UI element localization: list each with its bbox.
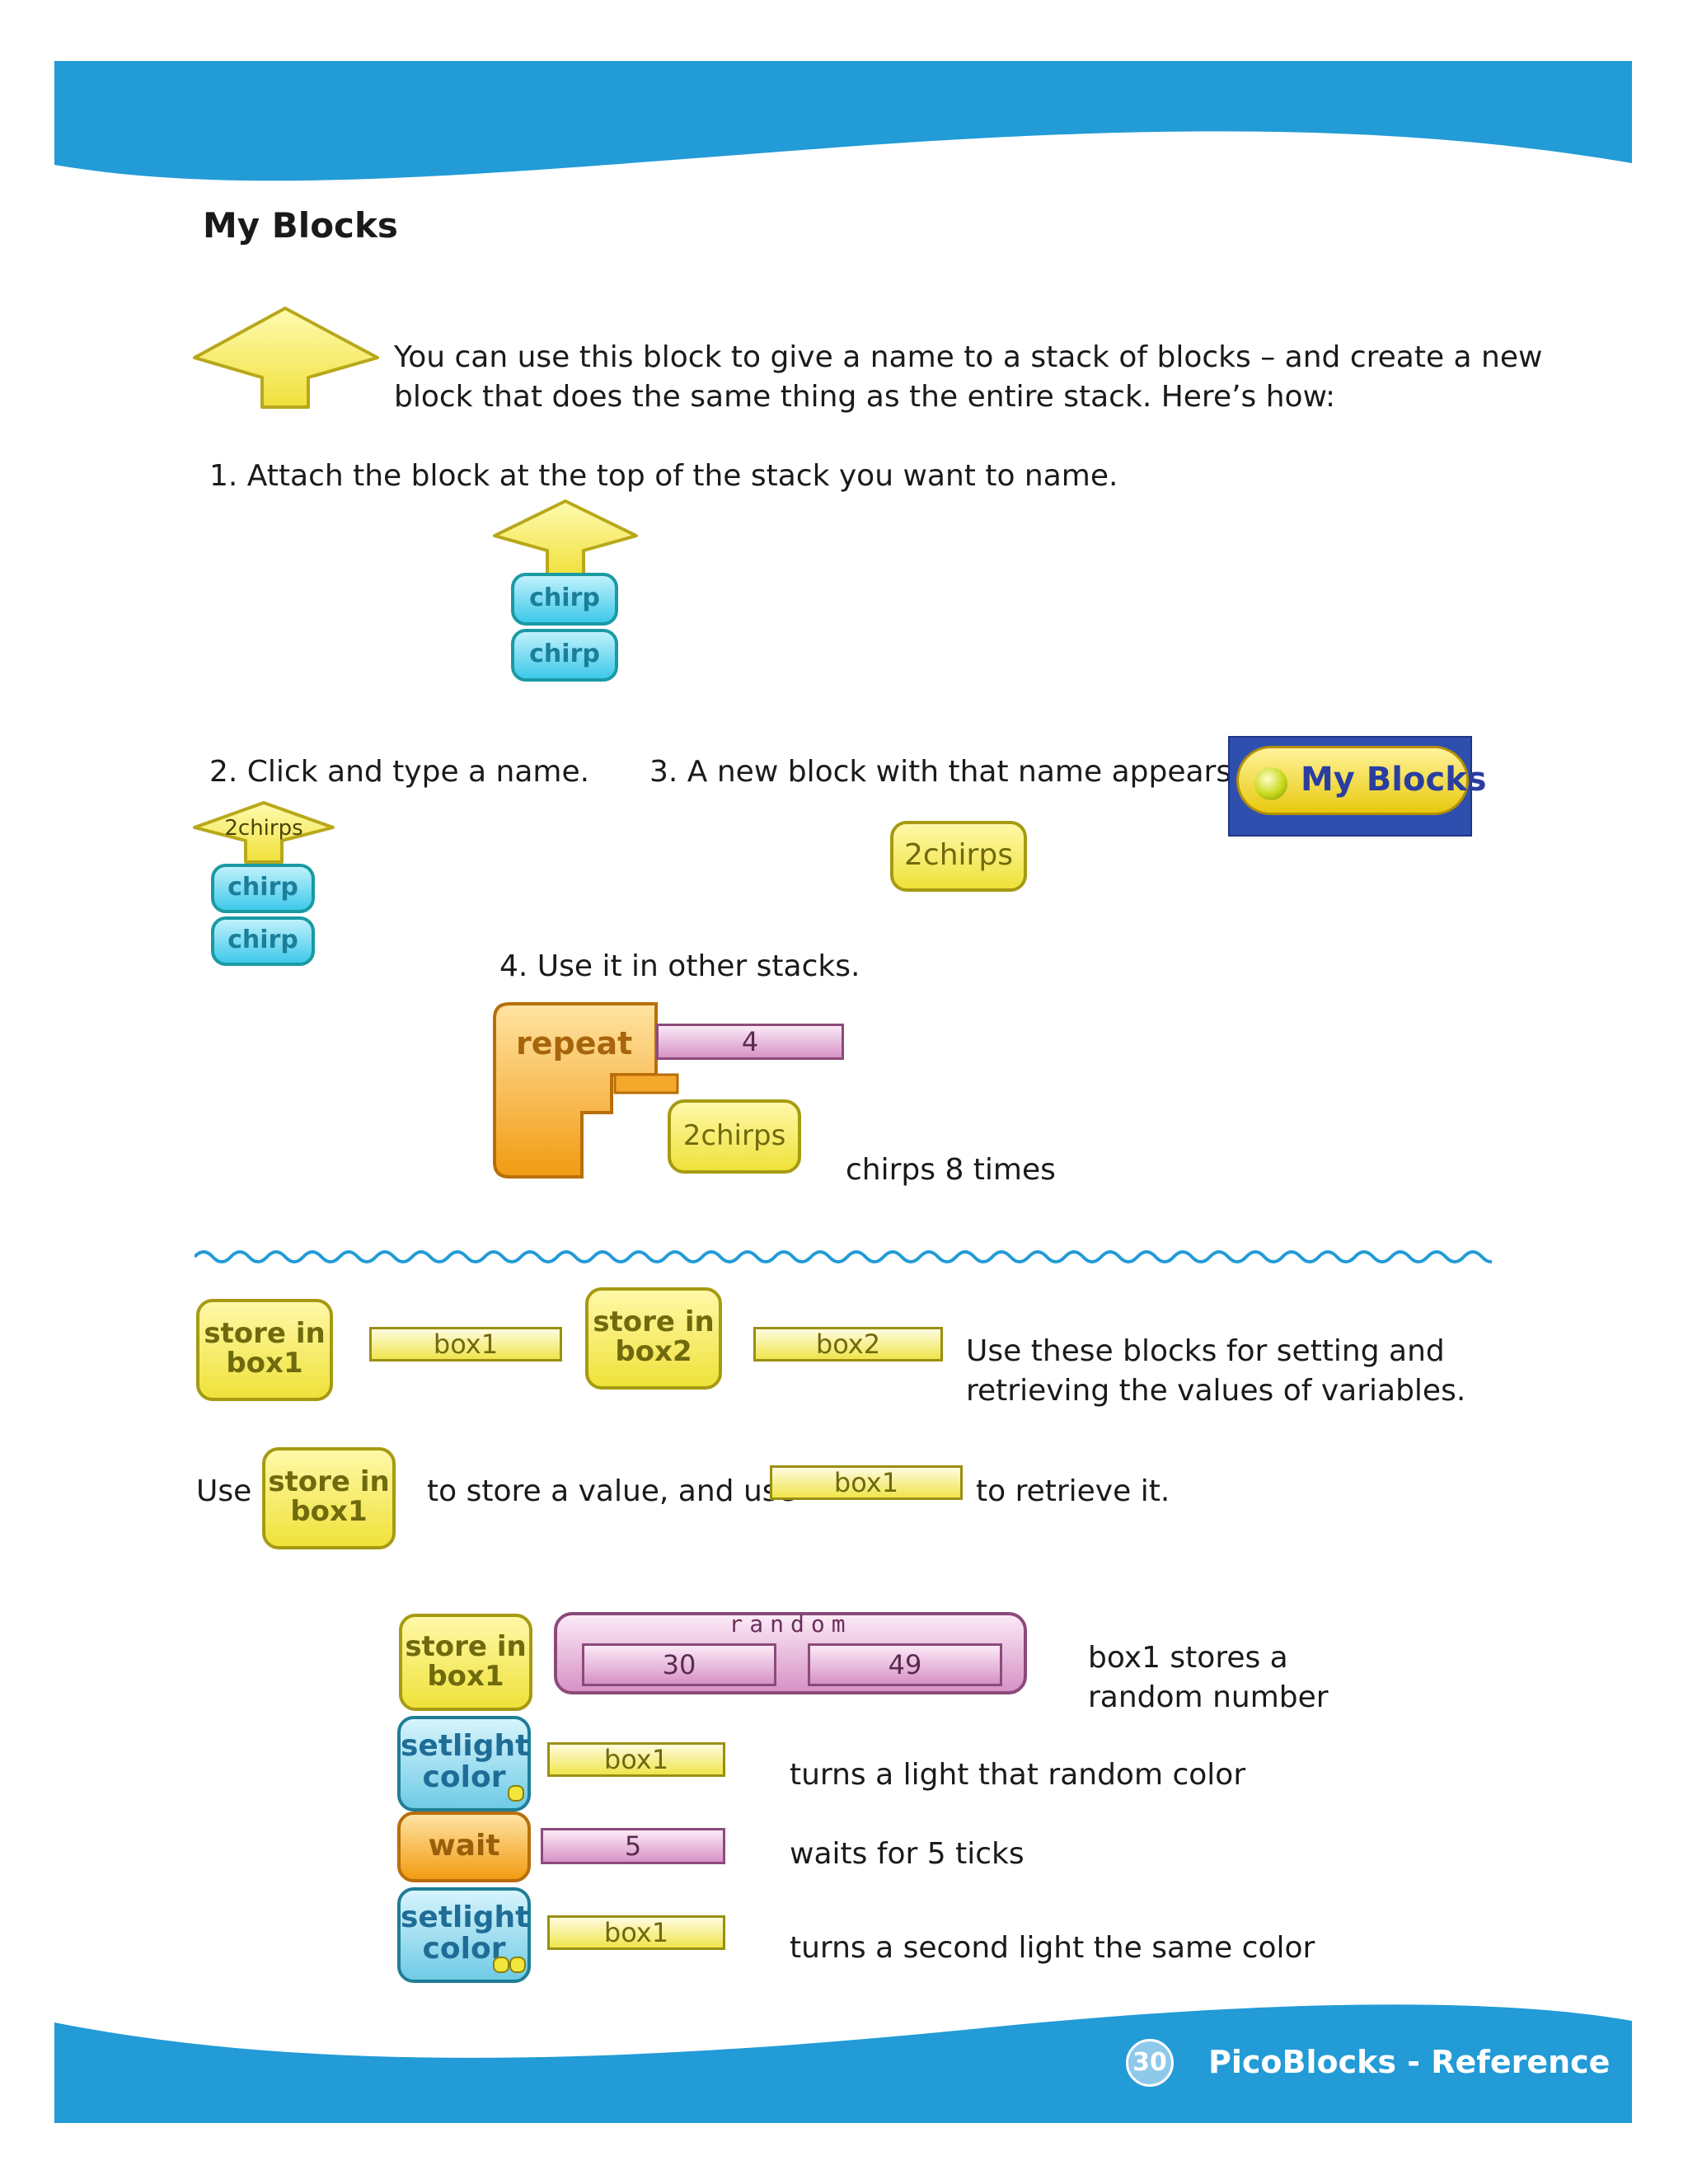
random-label: random bbox=[729, 1610, 852, 1638]
caption-second-light: turns a second light the same color bbox=[790, 1931, 1315, 1965]
caption-use: Use bbox=[196, 1474, 252, 1508]
my-blocks-button[interactable]: My Blocks bbox=[1228, 736, 1487, 837]
light-dot-icon bbox=[508, 1785, 524, 1802]
step-4: 4. Use it in other stacks. bbox=[499, 949, 860, 983]
color-label: color bbox=[422, 1932, 506, 1966]
bottom-banner bbox=[54, 2004, 1632, 2123]
store-in-box1-block[interactable]: store in box1 bbox=[196, 1299, 333, 1401]
caption-to-retrieve: to retrieve it. bbox=[976, 1474, 1170, 1508]
new-named-block[interactable]: 2chirps bbox=[890, 821, 1027, 892]
setlight-color-block[interactable]: setlight color bbox=[397, 1716, 531, 1811]
vars-caption-line-2: retrieving the values of variables. bbox=[966, 1374, 1466, 1408]
box1-reporter[interactable]: box1 bbox=[369, 1327, 562, 1361]
chirp-block[interactable]: chirp bbox=[211, 864, 315, 913]
chirp-block[interactable]: chirp bbox=[211, 916, 315, 966]
random-max-slot[interactable]: 49 bbox=[808, 1643, 1002, 1686]
intro-line-2: block that does the same thing as the en… bbox=[394, 380, 1336, 414]
store-in-label: store in bbox=[268, 1465, 390, 1498]
repeat-block[interactable] bbox=[491, 1001, 681, 1182]
box1-reporter[interactable]: box1 bbox=[770, 1465, 963, 1500]
wavy-divider bbox=[195, 1250, 1492, 1263]
variable-name-label: box1 bbox=[427, 1660, 504, 1693]
wait-value-slot[interactable]: 5 bbox=[541, 1828, 725, 1864]
random-min-slot[interactable]: 30 bbox=[582, 1643, 776, 1686]
setlight-color-block[interactable]: setlight color bbox=[397, 1887, 531, 1983]
caption-turns-light: turns a light that random color bbox=[790, 1758, 1246, 1792]
store-in-box1-block[interactable]: store in box1 bbox=[262, 1447, 396, 1549]
name-hat-block-icon bbox=[193, 307, 379, 409]
chirp-block[interactable]: chirp bbox=[511, 573, 618, 626]
footer-title: PicoBlocks - Reference bbox=[1208, 2044, 1611, 2080]
caption-box1-random-line-2: random number bbox=[1088, 1680, 1329, 1714]
step-3: 3. A new block with that name appears in bbox=[649, 755, 1268, 789]
page-number-badge: 30 bbox=[1126, 2039, 1174, 2087]
caption-chirps-8: chirps 8 times bbox=[846, 1153, 1056, 1187]
light-dot-icon bbox=[493, 1957, 509, 1973]
named-hat-label: 2chirps bbox=[224, 816, 302, 841]
store-in-label: store in bbox=[204, 1317, 326, 1350]
caption-box1-random-line-1: box1 stores a bbox=[1088, 1641, 1288, 1675]
page-number: 30 bbox=[1132, 2048, 1167, 2077]
bulb-icon bbox=[1254, 767, 1287, 800]
wait-block[interactable]: wait bbox=[397, 1811, 531, 1882]
box1-reporter[interactable]: box1 bbox=[547, 1915, 725, 1950]
box1-reporter[interactable]: box1 bbox=[547, 1742, 725, 1777]
named-block-in-repeat[interactable]: 2chirps bbox=[668, 1099, 801, 1174]
store-in-label: store in bbox=[405, 1630, 527, 1663]
step-1: 1. Attach the block at the top of the st… bbox=[209, 459, 1118, 493]
store-in-label: store in bbox=[593, 1305, 715, 1338]
color-label: color bbox=[422, 1760, 506, 1794]
box2-reporter[interactable]: box2 bbox=[753, 1327, 943, 1361]
intro-line-1: You can use this block to give a name to… bbox=[394, 340, 1543, 374]
repeat-count-slot[interactable]: 4 bbox=[656, 1024, 844, 1060]
caption-to-store: to store a value, and use bbox=[427, 1474, 796, 1508]
caption-waits: waits for 5 ticks bbox=[790, 1837, 1025, 1871]
named-hat-block[interactable]: 2chirps bbox=[191, 799, 336, 865]
chirp-block[interactable]: chirp bbox=[511, 629, 618, 682]
hat-block-icon bbox=[493, 499, 638, 579]
repeat-label: repeat bbox=[516, 1025, 633, 1062]
step-2: 2. Click and type a name. bbox=[209, 755, 590, 789]
setlight-label: setlight bbox=[401, 1729, 530, 1763]
vars-caption-line-1: Use these blocks for setting and bbox=[966, 1334, 1445, 1368]
variable-name-label: box1 bbox=[226, 1347, 303, 1380]
store-in-box2-block[interactable]: store in box2 bbox=[585, 1287, 722, 1390]
light-dot-icon bbox=[509, 1957, 526, 1973]
variable-name-label: box2 bbox=[615, 1335, 692, 1368]
store-in-box1-block[interactable]: store in box1 bbox=[399, 1614, 532, 1711]
variable-name-label: box1 bbox=[290, 1495, 368, 1528]
my-blocks-label: My Blocks bbox=[1301, 761, 1487, 799]
page-title: My Blocks bbox=[203, 205, 398, 246]
setlight-label: setlight bbox=[401, 1900, 530, 1934]
top-banner bbox=[54, 61, 1632, 181]
